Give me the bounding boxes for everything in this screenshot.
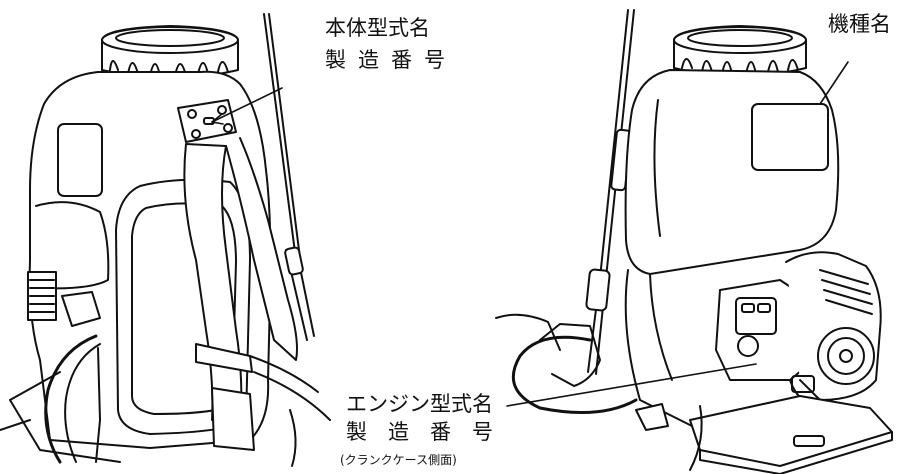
front-lance-tube (599, 9, 629, 279)
rear-lance-tube (263, 13, 297, 261)
recoil-starter (817, 327, 875, 385)
front-view-sprayer (495, 9, 893, 474)
model-name-window (751, 103, 829, 171)
label-body-serial-number: 製造番号 (325, 48, 457, 72)
leader-model-name (819, 61, 849, 105)
label-body-model-name: 本体型式名 (325, 16, 430, 40)
rear-tank-cap (101, 25, 239, 79)
label-engine-serial-number: 製造番号 (346, 420, 514, 444)
leader-body-plate (211, 87, 283, 123)
rear-tank-window (57, 123, 103, 197)
engine-block (715, 251, 882, 406)
callout-leaders (211, 61, 849, 407)
front-tank-body (624, 69, 840, 275)
rear-view-sprayer (0, 13, 331, 467)
label-engine-serial-note: (クランクケース側面) (340, 453, 457, 467)
leader-engine-plate (506, 363, 757, 407)
front-tank-cap (673, 25, 807, 77)
label-engine-model-name: エンジン型式名 (346, 392, 493, 416)
shoulder-straps (183, 137, 331, 467)
label-machine-model-name: 機種名 (828, 12, 891, 36)
front-base-plate (689, 395, 893, 467)
rear-engine-fins (27, 271, 57, 321)
model-serial-plate (177, 99, 237, 143)
